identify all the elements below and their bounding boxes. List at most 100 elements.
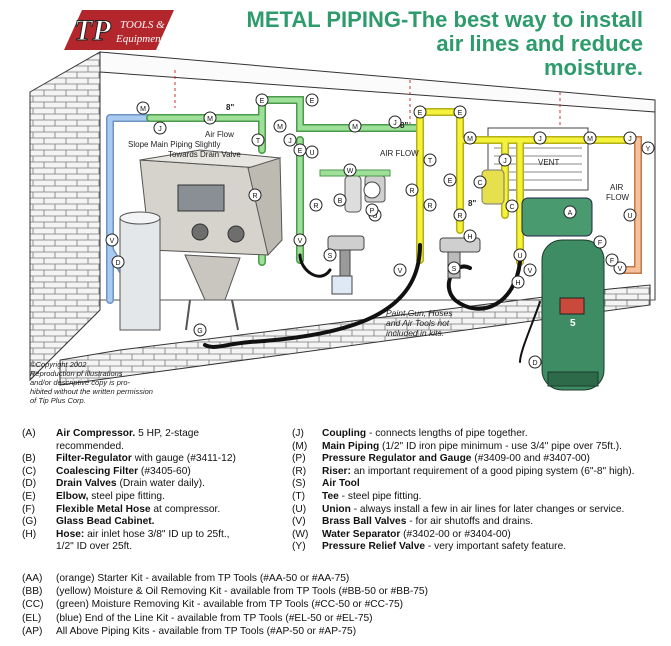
air-compressor: 5 bbox=[521, 197, 605, 391]
legend-term: Glass Bead Cabinet. bbox=[56, 516, 155, 528]
callout-circle bbox=[423, 198, 437, 212]
kit-item: (AA)(orange) Starter Kit - available fro… bbox=[22, 572, 662, 585]
legend-text: Brass Ball Valves - for air shutoffs and… bbox=[322, 516, 664, 529]
legend-text: Tee - steel pipe fitting. bbox=[322, 491, 664, 504]
callout-letter: M bbox=[352, 124, 358, 131]
legend-item: 1/2" ID over 25ft. bbox=[22, 541, 292, 554]
legend-term: Drain Valves bbox=[56, 478, 117, 490]
kit-item: (EL)(blue) End of the Line Kit - availab… bbox=[22, 612, 662, 625]
legend-text: Drain Valves (Drain water daily). bbox=[56, 478, 292, 491]
paint-gun bbox=[327, 235, 365, 295]
legend-description: at compressor. bbox=[150, 503, 221, 515]
callout-letter: R bbox=[409, 188, 414, 195]
callout-letter: E bbox=[418, 110, 423, 117]
callout-marker: V bbox=[105, 233, 119, 247]
legend-code: (S) bbox=[292, 478, 306, 490]
legend-term: Elbow, bbox=[56, 490, 89, 502]
callout-letter: R bbox=[427, 203, 432, 210]
callout-letter: R bbox=[457, 213, 462, 220]
legend-term: Pressure Relief Valve bbox=[322, 541, 426, 553]
slope-label-2: Towards Drain Valve bbox=[168, 150, 241, 159]
callout-marker: U bbox=[623, 208, 637, 222]
riser-height-label: 8" bbox=[468, 199, 476, 208]
callout-circle bbox=[605, 253, 619, 267]
legend-text: 1/2" ID over 25ft. bbox=[56, 541, 292, 554]
kit-code: (AA) bbox=[22, 573, 43, 584]
callout-letter: U bbox=[372, 213, 377, 220]
callout-circle bbox=[348, 119, 362, 133]
callout-circle bbox=[463, 229, 477, 243]
callout-letter: E bbox=[458, 110, 463, 117]
callout-marker: H bbox=[511, 275, 525, 289]
callout-circle bbox=[111, 255, 125, 269]
callout-circle bbox=[463, 131, 477, 145]
legend-text: Union - always install a few in air line… bbox=[322, 504, 664, 517]
callout-letter: W bbox=[347, 168, 354, 175]
legend-description: 1/2" ID over 25ft. bbox=[56, 541, 133, 553]
callout-marker: M bbox=[583, 131, 597, 145]
copyright-line: of Tip Plus Corp. bbox=[30, 396, 86, 405]
legend-term: Riser: bbox=[322, 465, 351, 477]
callout-letter: Y bbox=[646, 146, 651, 153]
callout-marker: M bbox=[463, 131, 477, 145]
callout-letter: E bbox=[448, 178, 453, 185]
legend-item: (T) Tee - steel pipe fitting. bbox=[292, 491, 664, 504]
legend-term: Air Tool bbox=[322, 478, 360, 490]
callout-letter: M bbox=[140, 106, 146, 113]
callout-circle bbox=[333, 193, 347, 207]
callout-marker: D bbox=[111, 255, 125, 269]
dust-collector bbox=[119, 211, 161, 331]
kit-note-line: and Air Tools not bbox=[386, 318, 450, 328]
legend-code: (U) bbox=[292, 503, 307, 515]
copyright-line: and/or descriptive copy is pro- bbox=[30, 378, 131, 387]
callout-marker: M bbox=[136, 101, 150, 115]
copyright-line: hibited without the written permission bbox=[30, 387, 153, 396]
legend-term: Flexible Metal Hose bbox=[56, 503, 151, 515]
callout-marker: E bbox=[255, 93, 269, 107]
legend-item: (C)Coalescing Filter (#3405-60) bbox=[22, 466, 292, 479]
callout-marker: E bbox=[305, 93, 319, 107]
callout-letter: J bbox=[158, 126, 162, 133]
vent-label: VENT bbox=[538, 158, 559, 167]
callout-circle bbox=[273, 119, 287, 133]
callout-marker: R bbox=[453, 208, 467, 222]
callout-circle bbox=[513, 248, 527, 262]
callout-letter: J bbox=[538, 136, 542, 143]
callout-circle bbox=[305, 93, 319, 107]
legend-description: (#3409-00 and #3407-00) bbox=[471, 453, 590, 465]
compressor-badge: 5 bbox=[570, 318, 576, 329]
legend-text: recommended. bbox=[56, 441, 292, 454]
callout-marker: F bbox=[605, 253, 619, 267]
logo-brand: TP bbox=[74, 14, 111, 47]
callout-circle bbox=[593, 235, 607, 249]
callout-circle bbox=[453, 105, 467, 119]
piping-diagram: VENT bbox=[29, 51, 656, 391]
callout-letter: T bbox=[428, 158, 433, 165]
legend-text: Main Piping (1/2" ID iron pipe minimum -… bbox=[322, 441, 664, 454]
callout-marker: G bbox=[193, 323, 207, 337]
legend-code: (C) bbox=[22, 465, 37, 477]
headline-line-1: METAL PIPING-The best way to install bbox=[246, 7, 643, 32]
legend-item: recommended. bbox=[22, 441, 292, 454]
legend-term: Hose: bbox=[56, 528, 85, 540]
callout-letter: R bbox=[252, 193, 257, 200]
callout-letter: U bbox=[517, 253, 522, 260]
kit-note-line: included in kits. bbox=[386, 328, 445, 338]
legend-item: (W)Water Separator (#3402-00 or #3404-00… bbox=[292, 529, 664, 542]
callout-marker: J bbox=[623, 131, 637, 145]
callout-circle bbox=[405, 183, 419, 197]
callout-marker: V bbox=[393, 263, 407, 277]
callout-marker: F bbox=[593, 235, 607, 249]
callout-marker: J bbox=[533, 131, 547, 145]
legend-description: (Drain water daily). bbox=[116, 478, 205, 490]
kit-text: (blue) End of the Line Kit - available f… bbox=[56, 612, 373, 624]
legend-item: (U) Union - always install a few in air l… bbox=[292, 504, 664, 517]
callout-circle bbox=[511, 275, 525, 289]
callout-circle bbox=[293, 233, 307, 247]
callout-marker: J bbox=[283, 133, 297, 147]
legend-description: with gauge (#3411-12) bbox=[131, 453, 236, 465]
legend-code: (T) bbox=[292, 490, 306, 502]
callout-letter: D bbox=[532, 360, 537, 367]
legend-code: (B) bbox=[22, 453, 36, 465]
